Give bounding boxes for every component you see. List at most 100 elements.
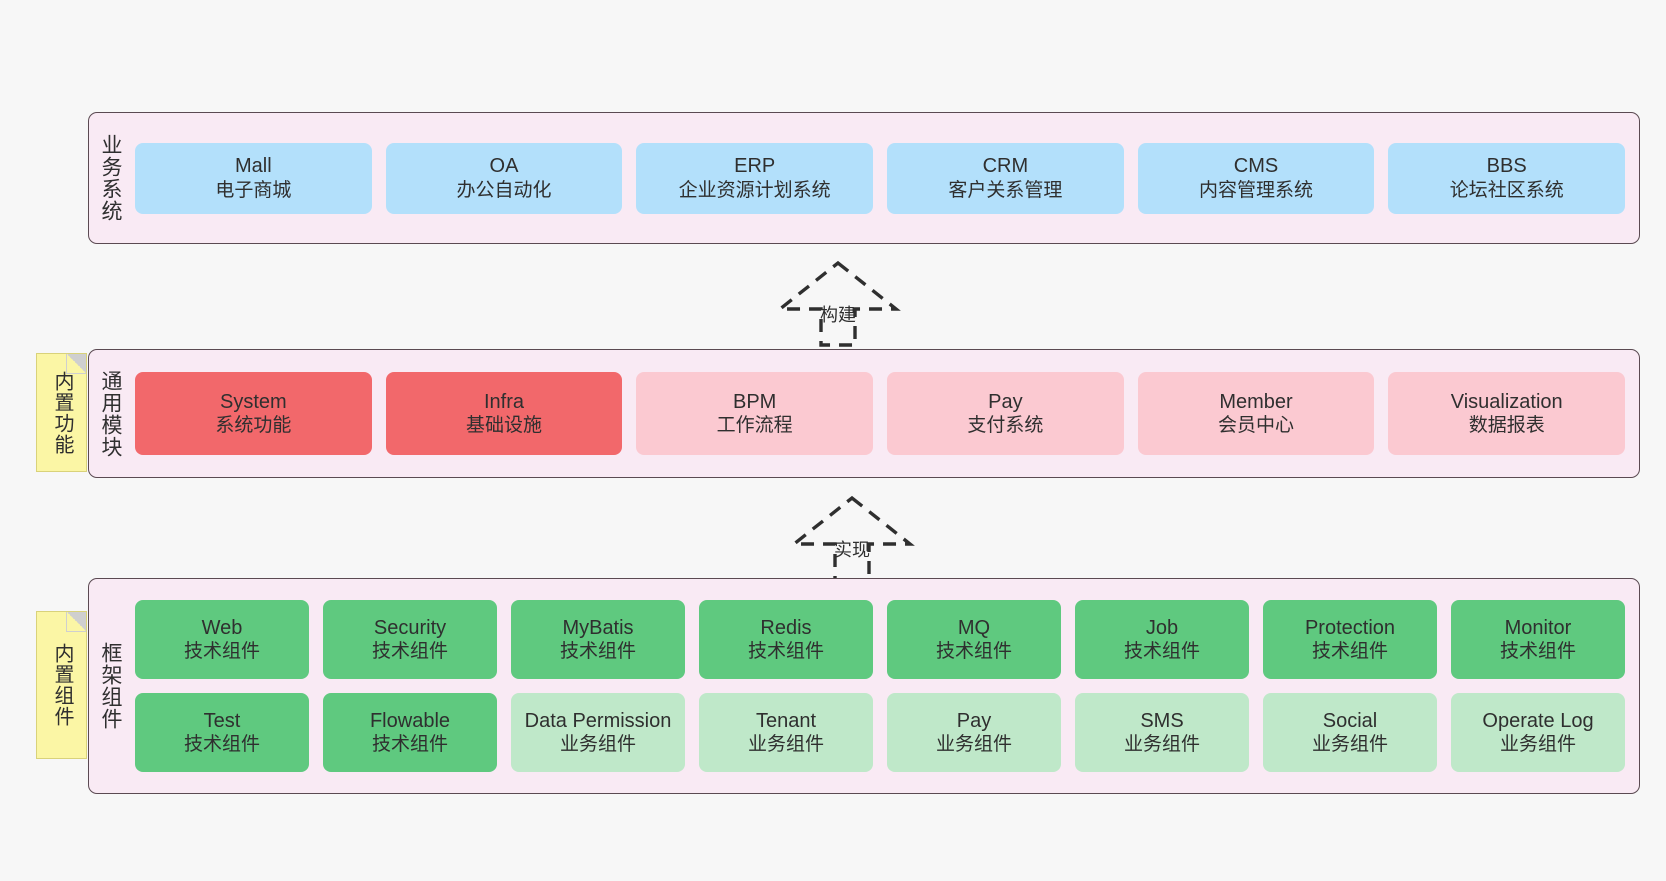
- node-subtitle: 内容管理系统: [1199, 179, 1314, 201]
- row: System 系统功能 Infra 基础设施 BPM 工作流程 Pay 支付系统…: [135, 372, 1626, 455]
- node-infra[interactable]: Infra 基础设施: [385, 372, 623, 455]
- node-crm[interactable]: CRM 客户关系管理: [887, 142, 1124, 214]
- node-title: BBS: [1486, 155, 1527, 178]
- arrow-build: 构建: [748, 259, 928, 347]
- node-subtitle: 技术组件: [935, 641, 1012, 663]
- layer-label-frame: 框架组件: [98, 642, 122, 730]
- node-monitor[interactable]: Monitor 技术组件: [1451, 600, 1625, 679]
- node-title: BPM: [733, 390, 777, 413]
- dashed-hollow-arrow-icon: [789, 495, 915, 582]
- node-subtitle: 技术组件: [1311, 641, 1388, 663]
- node-title: Web: [201, 616, 243, 639]
- node-title: Pay: [956, 709, 992, 732]
- node-system[interactable]: System 系统功能: [135, 372, 372, 455]
- node-subtitle: 业务组件: [1123, 734, 1200, 756]
- node-subtitle: 技术组件: [747, 641, 824, 663]
- node-title: Mall: [235, 155, 272, 178]
- node-mall[interactable]: Mall 电子商城: [135, 142, 372, 214]
- node-security[interactable]: Security 技术组件: [323, 600, 497, 679]
- node-title: Tenant: [755, 709, 817, 732]
- node-title: Social: [1322, 709, 1378, 732]
- node-protection[interactable]: Protection 技术组件: [1263, 600, 1437, 679]
- layer-business-systems[interactable]: 业务系统 Mall 电子商城 OA 办公自动化 ERP 企业资源计划系统 CRM…: [88, 112, 1640, 244]
- node-title: ERP: [734, 155, 776, 178]
- layer-framework-components[interactable]: 框架组件 Web 技术组件 Security 技术组件 MyBatis 技术组件…: [88, 578, 1640, 794]
- node-title: Visualization: [1450, 390, 1563, 413]
- node-subtitle: 业务组件: [935, 734, 1012, 756]
- node-subtitle: 业务组件: [1499, 734, 1576, 756]
- node-subtitle: 业务组件: [559, 734, 636, 756]
- sticky-note-builtin-features: 内置功能: [36, 353, 87, 472]
- node-title: System: [219, 390, 287, 413]
- layer-label-common: 通用模块: [98, 369, 122, 458]
- layer-label-business: 业务系统: [98, 134, 122, 222]
- node-job[interactable]: Job 技术组件: [1075, 600, 1249, 679]
- node-data-permission[interactable]: Data Permission 业务组件: [511, 693, 685, 772]
- node-title: Redis: [760, 616, 812, 639]
- node-subtitle: 基础设施: [466, 415, 543, 437]
- node-oa[interactable]: OA 办公自动化: [385, 142, 623, 214]
- node-subtitle: 企业资源计划系统: [678, 179, 831, 201]
- node-pay-component[interactable]: Pay 业务组件: [887, 693, 1061, 772]
- node-subtitle: 工作流程: [716, 415, 793, 437]
- node-flowable[interactable]: Flowable 技术组件: [323, 693, 497, 772]
- node-title: Member: [1219, 390, 1293, 413]
- node-operate-log[interactable]: Operate Log 业务组件: [1451, 693, 1625, 772]
- node-subtitle: 会员中心: [1218, 415, 1295, 437]
- node-title: CRM: [982, 155, 1029, 178]
- node-bbs[interactable]: BBS 论坛社区系统: [1388, 142, 1626, 214]
- layer-body-common: System 系统功能 Infra 基础设施 BPM 工作流程 Pay 支付系统…: [131, 350, 1639, 477]
- arrow-implement: 实现: [762, 494, 942, 582]
- node-title: Pay: [988, 390, 1023, 413]
- node-subtitle: 电子商城: [215, 179, 292, 201]
- node-subtitle: 业务组件: [1311, 734, 1388, 756]
- node-erp[interactable]: ERP 企业资源计划系统: [636, 142, 874, 214]
- arrow-label-build: 构建: [820, 305, 856, 325]
- dashed-hollow-arrow-icon: [775, 260, 901, 347]
- node-title: Monitor: [1504, 616, 1572, 639]
- node-subtitle: 数据报表: [1468, 415, 1545, 437]
- node-subtitle: 系统功能: [215, 415, 292, 437]
- node-subtitle: 技术组件: [1123, 641, 1200, 663]
- sticky-note-builtin-components: 内置组件: [36, 611, 87, 759]
- layer-common-modules[interactable]: 通用模块 System 系统功能 Infra 基础设施 BPM 工作流程 Pay…: [88, 349, 1640, 478]
- layer-body-frame: Web 技术组件 Security 技术组件 MyBatis 技术组件 Redi…: [131, 579, 1639, 793]
- node-title: MyBatis: [562, 616, 634, 639]
- layer-body-business: Mall 电子商城 OA 办公自动化 ERP 企业资源计划系统 CRM 客户关系…: [131, 113, 1639, 243]
- node-subtitle: 技术组件: [1499, 641, 1576, 663]
- node-title: Protection: [1304, 616, 1396, 639]
- node-subtitle: 办公自动化: [456, 179, 552, 201]
- node-subtitle: 业务组件: [747, 734, 824, 756]
- node-cms[interactable]: CMS 内容管理系统: [1137, 142, 1375, 214]
- node-sms[interactable]: SMS 业务组件: [1075, 693, 1249, 772]
- node-subtitle: 支付系统: [967, 415, 1044, 437]
- node-bpm[interactable]: BPM 工作流程: [636, 372, 874, 455]
- node-pay[interactable]: Pay 支付系统: [887, 372, 1124, 455]
- node-title: Operate Log: [1482, 709, 1594, 732]
- node-subtitle: 论坛社区系统: [1449, 179, 1564, 201]
- node-title: Security: [373, 616, 447, 639]
- node-title: OA: [489, 155, 519, 178]
- node-web[interactable]: Web 技术组件: [135, 600, 309, 679]
- node-social[interactable]: Social 业务组件: [1263, 693, 1437, 772]
- node-visualization[interactable]: Visualization 数据报表: [1388, 372, 1626, 455]
- node-title: Flowable: [369, 709, 451, 732]
- arrow-label-implement: 实现: [834, 540, 870, 560]
- row: Web 技术组件 Security 技术组件 MyBatis 技术组件 Redi…: [135, 600, 1625, 679]
- node-subtitle: 技术组件: [183, 734, 260, 756]
- node-title: Test: [203, 709, 241, 732]
- node-mq[interactable]: MQ 技术组件: [887, 600, 1061, 679]
- node-tenant[interactable]: Tenant 业务组件: [699, 693, 873, 772]
- node-subtitle: 技术组件: [559, 641, 636, 663]
- row: Mall 电子商城 OA 办公自动化 ERP 企业资源计划系统 CRM 客户关系…: [135, 142, 1626, 214]
- node-test[interactable]: Test 技术组件: [135, 693, 309, 772]
- node-redis[interactable]: Redis 技术组件: [699, 600, 873, 679]
- node-title: Data Permission: [524, 709, 672, 732]
- row: Test 技术组件 Flowable 技术组件 Data Permission …: [135, 693, 1625, 772]
- node-mybatis[interactable]: MyBatis 技术组件: [511, 600, 685, 679]
- node-title: MQ: [957, 616, 991, 639]
- node-subtitle: 技术组件: [371, 641, 448, 663]
- node-title: Job: [1145, 616, 1179, 639]
- node-subtitle: 技术组件: [371, 734, 448, 756]
- node-member[interactable]: Member 会员中心: [1137, 372, 1375, 455]
